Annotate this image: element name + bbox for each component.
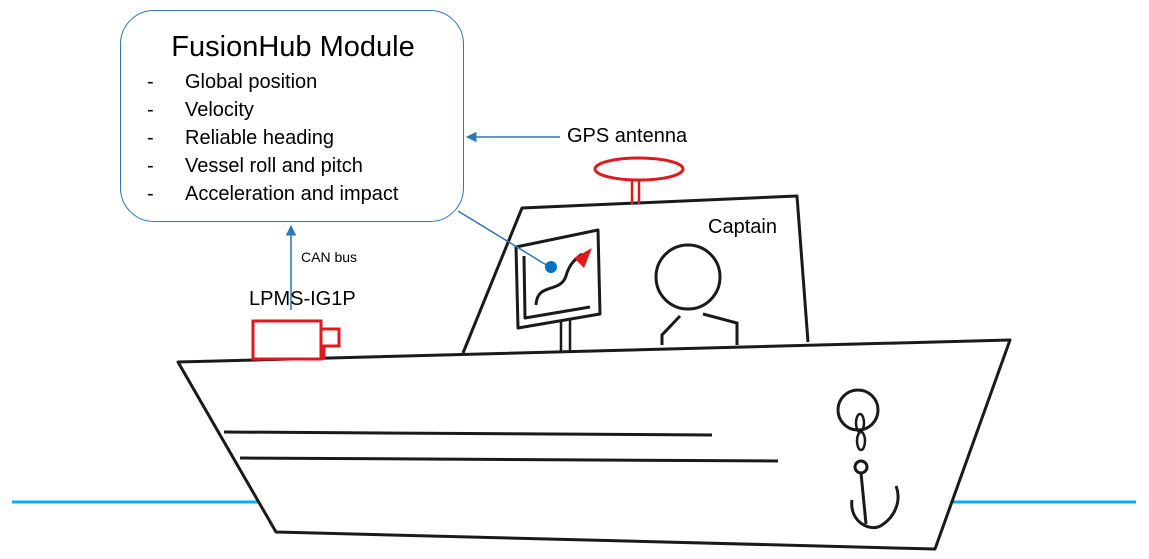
lpms-sensor-icon	[251, 319, 341, 361]
module-title: FusionHub Module	[171, 31, 415, 63]
hull-stripe-upper	[223, 430, 713, 437]
anchor-icon	[836, 388, 900, 530]
feature-text: Reliable heading	[185, 127, 335, 149]
feature-dash: -	[147, 99, 154, 121]
cabin-outline	[461, 194, 810, 354]
captain-label: Captain	[708, 216, 777, 238]
fusionhub-module-box: FusionHub Module - Global position - Vel…	[120, 10, 464, 222]
gps-antenna-icon	[593, 156, 685, 204]
feature-text: Velocity	[185, 99, 254, 121]
lpms-sensor-label: LPMS-IG1P	[249, 288, 356, 310]
hull-outline	[176, 338, 1012, 551]
feature-text: Vessel roll and pitch	[185, 155, 363, 177]
can-bus-label: CAN bus	[301, 249, 358, 265]
display-connection-dot	[545, 261, 557, 273]
feature-text: Acceleration and impact	[185, 183, 399, 205]
feature-dash: -	[147, 183, 154, 205]
hull-stripe-lower	[239, 456, 779, 463]
captain-figure-icon	[654, 243, 739, 345]
feature-dash: -	[147, 71, 154, 93]
module-to-display-line	[457, 210, 549, 267]
navigation-display-icon	[514, 228, 602, 351]
feature-text: Global position	[185, 71, 318, 93]
feature-dash: -	[147, 127, 154, 149]
feature-dash: -	[147, 155, 154, 177]
gps-antenna-label: GPS antenna	[567, 125, 688, 147]
